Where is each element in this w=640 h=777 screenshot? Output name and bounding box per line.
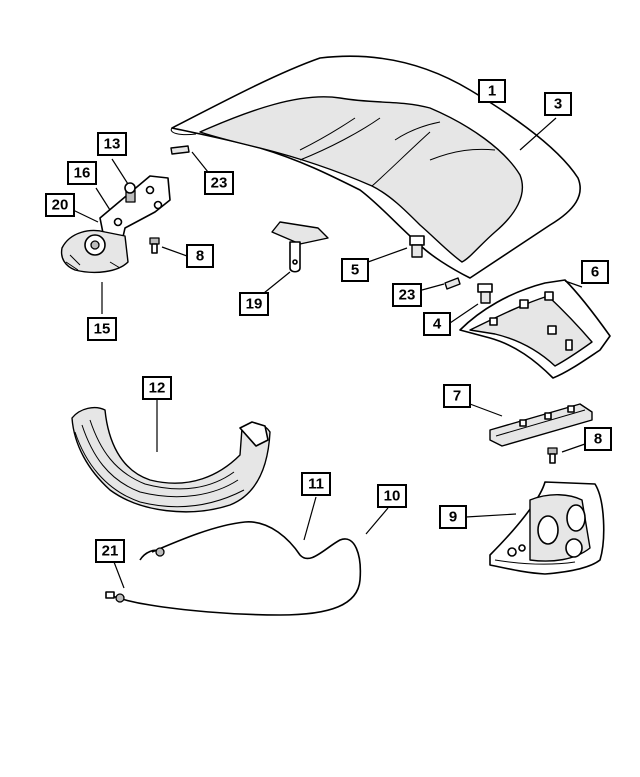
callout-6: 6 (581, 260, 609, 284)
svg-text:7: 7 (453, 388, 461, 405)
callout-5: 5 (341, 258, 369, 282)
callout-9: 9 (439, 505, 467, 529)
svg-text:23: 23 (399, 287, 416, 304)
callout-23-lower: 23 (392, 283, 422, 307)
leader-lines (72, 117, 586, 589)
callout-15: 15 (87, 317, 117, 341)
svg-text:5: 5 (351, 262, 359, 279)
svg-text:8: 8 (196, 248, 204, 265)
svg-text:16: 16 (74, 165, 91, 182)
callout-8-upper: 8 (186, 244, 214, 268)
svg-text:13: 13 (104, 136, 121, 153)
bolt-5 (409, 235, 425, 258)
pad-23-lower (444, 277, 461, 290)
bracket-9 (489, 481, 605, 575)
svg-text:10: 10 (384, 488, 401, 505)
callout-10: 10 (377, 484, 407, 508)
svg-text:20: 20 (52, 197, 69, 214)
svg-text:3: 3 (554, 96, 562, 113)
svg-text:1: 1 (488, 83, 496, 100)
callout-12: 12 (142, 376, 172, 400)
callout-1: 1 (478, 79, 506, 103)
callout-4: 4 (423, 312, 451, 336)
svg-text:12: 12 (149, 380, 166, 397)
bolt-8-upper (149, 237, 160, 254)
seal-12 (71, 406, 271, 513)
callout-20: 20 (45, 193, 75, 217)
callout-11: 11 (301, 472, 331, 496)
deck-lid-cover (170, 55, 581, 279)
svg-text:9: 9 (449, 509, 457, 526)
callout-13: 13 (97, 132, 127, 156)
callout-16: 16 (67, 161, 97, 185)
svg-text:19: 19 (246, 296, 263, 313)
bumper-19 (271, 221, 329, 273)
callout-19: 19 (239, 292, 269, 316)
svg-text:15: 15 (94, 321, 111, 338)
callout-8-lower: 8 (584, 427, 612, 451)
pad-23-upper (170, 145, 190, 155)
callout-21: 21 (95, 539, 125, 563)
svg-text:21: 21 (102, 543, 119, 560)
callout-3: 3 (544, 92, 572, 116)
panel-6 (459, 279, 611, 379)
svg-text:6: 6 (591, 264, 599, 281)
callout-7: 7 (443, 384, 471, 408)
svg-text:8: 8 (594, 431, 602, 448)
svg-text:23: 23 (211, 175, 228, 192)
svg-text:4: 4 (433, 316, 442, 333)
callout-23-upper: 23 (204, 171, 234, 195)
latch-assembly (60, 175, 171, 274)
bolt-8-lower (547, 447, 558, 464)
retainer-7 (489, 403, 593, 447)
release-cable (105, 521, 362, 616)
bolt-4 (477, 283, 493, 304)
svg-text:11: 11 (308, 476, 324, 493)
